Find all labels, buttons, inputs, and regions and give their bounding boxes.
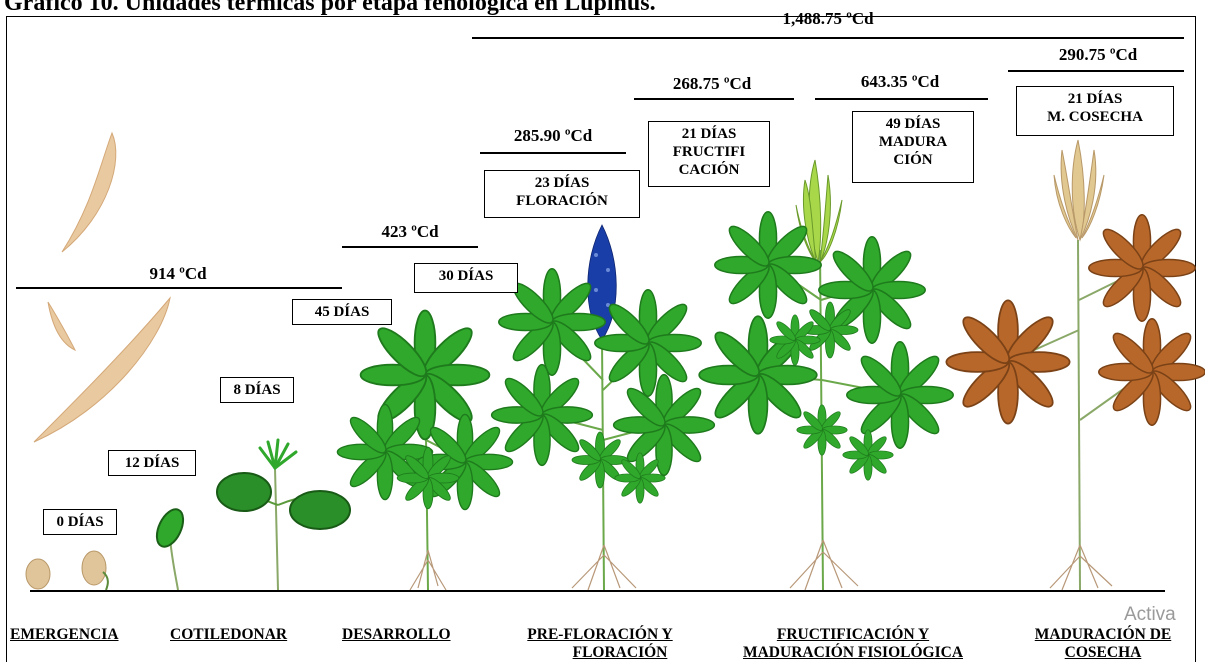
stage-label-line: FLORACIÓN [500,644,700,662]
fructification-plant [699,160,953,590]
days-text: 30 DÍAS [415,267,517,285]
thermal-flowering-label: 285.90 ºCd [514,126,592,146]
stage-label-line: PRE-FLORACIÓN Y [500,626,700,644]
days-box-maturation: 49 DÍAS MADURA CIÓN [852,111,974,183]
stage-text: CACIÓN [649,161,769,179]
activation-watermark: Activa [1124,604,1176,626]
flowering-plant [492,225,715,590]
days-box-development-2: 30 DÍAS [414,263,518,293]
days-box-flowering: 23 DÍAS FLORACIÓN [484,170,640,218]
stage-label-preflowering: PRE-FLORACIÓN Y FLORACIÓN [500,626,700,662]
stage-label-line: MADURACIÓN DE [1010,626,1196,644]
dry-pods [1054,140,1104,240]
thermal-emergence-cotyledon-bar [16,287,342,289]
stage-text: MADURA [853,133,973,151]
days-text: 8 DÍAS [221,381,293,399]
thermal-total-label: 1,488.75 ºCd [782,9,873,29]
stage-label-fruiting: FRUCTIFICACIÓN Y MADURACIÓN FISIOLÓGICA [712,626,994,662]
stage-label-development: DESARROLLO [342,626,451,644]
stage-label-line: COSECHA [1010,644,1196,662]
thermal-maturation-bar [815,98,988,100]
stage-text: M. COSECHA [1017,108,1173,126]
thermal-fruiting-label: 268.75 ºCd [673,74,751,94]
emergence-seeds [26,551,108,590]
thermal-harvest-bar [1008,70,1184,72]
days-text: 23 DÍAS [485,174,639,192]
thermal-development-bar [342,246,478,248]
stage-text: CIÓN [853,151,973,169]
thermal-development-label: 423 ºCd [381,222,438,242]
ground-line [30,590,1165,592]
days-box-cotyledon: 12 DÍAS [108,450,196,476]
stage-label-line: MADURACIÓN FISIOLÓGICA [712,644,994,662]
days-box-cotyledonar: 8 DÍAS [220,377,294,403]
stage-text: FLORACIÓN [485,192,639,210]
days-text: 0 DÍAS [44,513,116,531]
thermal-fruiting-bar [634,98,794,100]
thermal-harvest-label: 290.75 ºCd [1059,45,1137,65]
days-text: 45 DÍAS [293,303,391,321]
days-box-emergence: 0 DÍAS [43,509,117,535]
cotyledonar-plant [217,440,350,590]
thermal-flowering-bar [480,152,626,154]
development-plant [337,311,512,590]
green-pods [796,160,842,262]
days-text: 21 DÍAS [649,125,769,143]
days-text: 49 DÍAS [853,115,973,133]
thermal-emergence-cotyledon-label: 914 ºCd [149,264,206,284]
stage-label-cotyledon: COTILEDONAR [170,626,287,644]
stage-label-line: FRUCTIFICACIÓN Y [712,626,994,644]
days-text: 12 DÍAS [109,454,195,472]
stage-label-harvest: MADURACIÓN DE COSECHA [1010,626,1196,662]
days-box-harvest: 21 DÍAS M. COSECHA [1016,86,1174,136]
days-text: 21 DÍAS [1017,90,1173,108]
thermal-maturation-label: 643.35 ºCd [861,72,939,92]
days-box-development-1: 45 DÍAS [292,299,392,325]
stage-text: FRUCTIFI [649,143,769,161]
cotyledon-sprout [152,505,189,590]
days-box-fruiting: 21 DÍAS FRUCTIFI CACIÓN [648,121,770,187]
harvest-plant [946,140,1205,590]
stage-label-emergence: EMERGENCIA [10,626,119,644]
thermal-total-bar [472,37,1184,39]
